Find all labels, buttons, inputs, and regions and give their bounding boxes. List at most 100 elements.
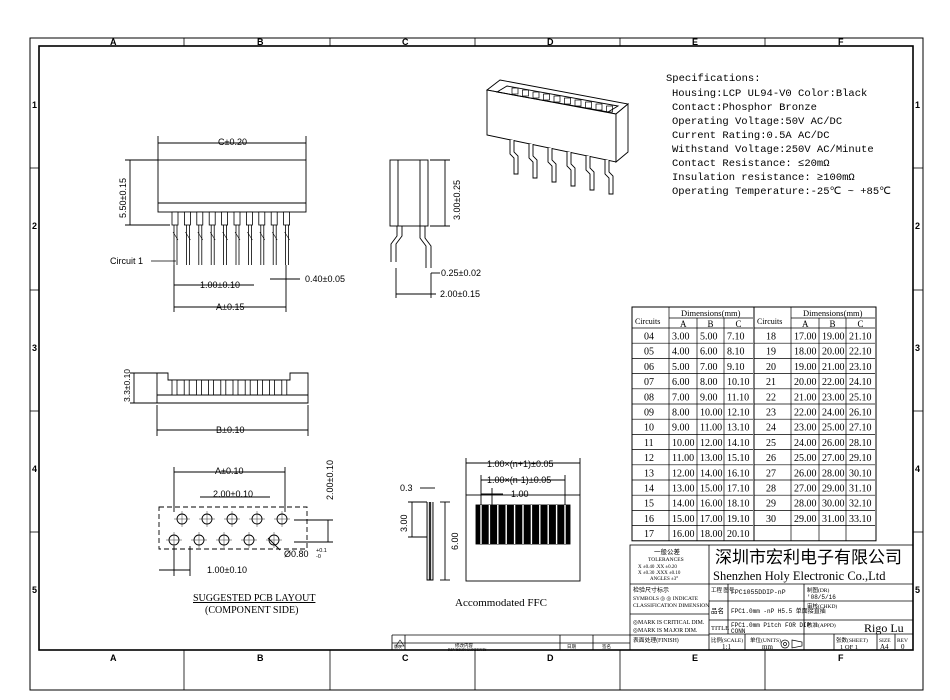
table-cell: 8.00 [700, 377, 718, 388]
table-cell: 18.00 [794, 347, 817, 358]
table-cell: 22 [766, 392, 776, 403]
table-cell: 7.00 [672, 392, 690, 403]
ffc-dim-n-minus-1: 1.00×(n-1)±0.05 [487, 475, 551, 485]
table-cell: 12.00 [700, 438, 723, 449]
sym-line2: CLASSIFICATION DIMENSION [633, 603, 709, 609]
mark-critical: ◎MARK IS CRITICAL DIM. [633, 620, 705, 626]
company-name-cn: 深圳市宏利电子有限公司 [715, 548, 902, 567]
spec-title: Specifications: [666, 73, 761, 85]
table-cell: 28.10 [849, 438, 872, 449]
table-cell: 17 [644, 529, 654, 540]
table-cell: 17.00 [794, 332, 817, 343]
pcb-layout-title: SUGGESTED PCB LAYOUT [193, 593, 315, 604]
table-cell: 14 [644, 484, 654, 495]
table-cell: 7.00 [700, 362, 718, 373]
dim-pcb-vert-200: 2.00±0.10 [325, 460, 335, 500]
sheet-label: 张数(SHEET) [836, 636, 868, 644]
name-value: FPC1.0mm -nP H5.5 单面接直插 [731, 607, 826, 615]
table-cell: 19 [766, 347, 776, 358]
revision-triangle-icon [395, 639, 405, 647]
spec-line: Insulation resistance: ≥100mΩ [672, 172, 855, 184]
table-header-col: B [830, 319, 836, 329]
table-cell: 12 [644, 453, 654, 464]
table-cell: 15.00 [700, 484, 723, 495]
table-cell: 25.00 [794, 453, 817, 464]
ffc-dim-300: 3.00 [399, 514, 409, 532]
zone-row-right: 3 [915, 343, 920, 353]
mark-major: ◎MARK IS MAJOR DIM. [633, 628, 698, 634]
table-cell: 29 [766, 499, 776, 510]
zone-row-right: 4 [915, 464, 920, 474]
projection-symbol-icon [780, 639, 803, 649]
table-cell: 17.00 [700, 514, 723, 525]
zone-col-top: B [257, 37, 264, 47]
zone-row-left: 3 [32, 343, 37, 353]
table-cell: 19.00 [794, 362, 817, 373]
table-cell: 10.00 [672, 438, 695, 449]
table-cell: 27 [766, 468, 776, 479]
top-view [130, 372, 309, 436]
table-header-dimensions: Dimensions(mm) [681, 308, 741, 318]
ffc-dim-03: 0.3 [400, 483, 413, 493]
table-cell: 20 [766, 362, 776, 373]
table-cell: 26.00 [822, 438, 845, 449]
spec-line: Withstand Voltage:250V AC/Minute [672, 144, 874, 156]
table-cell: 12.10 [727, 408, 750, 419]
rev-label: REV [897, 638, 908, 644]
table-cell: 10.00 [700, 408, 723, 419]
dim-height-550: 5.50±0.15 [118, 178, 128, 218]
table-header-col: A [680, 319, 687, 329]
sheet-value: 1 OF 1 [840, 644, 858, 651]
zone-row-right: 5 [915, 585, 920, 595]
ffc-label: Accommodated FFC [455, 597, 547, 609]
company-name-en: Shenzhen Holy Electronic Co.,Ltd [713, 569, 886, 583]
zone-col-bottom: E [692, 653, 698, 663]
dim-pcb-200: 2.00±0.10 [213, 489, 253, 499]
zone-col-top: F [838, 37, 844, 47]
table-cell: 7.10 [727, 332, 745, 343]
title-block [391, 544, 914, 651]
table-cell: 28.00 [822, 468, 845, 479]
title-value-1: FPC1.0mm Pitch FOR DIP [731, 622, 811, 629]
zone-row-right: 1 [915, 100, 920, 110]
dim-hole: Ø0.80 [284, 549, 309, 559]
dim-pitch-100: 1.00±0.10 [200, 280, 240, 290]
side-view [389, 159, 450, 298]
zone-col-bottom: F [838, 653, 844, 663]
scale-value: 1:1 [722, 643, 731, 651]
zone-col-bottom: C [402, 653, 409, 663]
table-cell: 33.10 [849, 514, 872, 525]
table-cell: 4.00 [672, 347, 690, 358]
table-cell: 25 [766, 438, 776, 449]
spec-line: Current Rating:0.5A AC/DC [672, 130, 830, 142]
table-cell: 23.10 [849, 362, 872, 373]
dim-side-300: 3.00±0.25 [452, 180, 462, 220]
table-cell: 18 [766, 332, 776, 343]
table-cell: 25.00 [822, 423, 845, 434]
part-label: 工程 图号 [711, 586, 735, 594]
table-cell: 10.10 [727, 377, 750, 388]
ffc-dim-100: 1.00 [511, 489, 529, 499]
ffc-dim-n-plus-1: 1.00×(n+1)±0.05 [487, 459, 554, 469]
ffc-dim-600: 6.00 [450, 532, 460, 550]
sym-line1: SYMBOLS ◎ ◎ INDICATE [633, 596, 699, 602]
zone-col-bottom: D [547, 653, 554, 663]
table-cell: 13.00 [672, 484, 695, 495]
dim-b: B±0.10 [216, 425, 244, 435]
dim-pin-040: 0.40±0.05 [305, 274, 345, 284]
table-cell: 9.00 [672, 423, 690, 434]
zone-col-bottom: B [257, 653, 264, 663]
table-cell: 28.00 [794, 499, 817, 510]
table-header-col: A [802, 319, 809, 329]
table-cell: 21 [766, 377, 776, 388]
table-cell: 07 [644, 377, 654, 388]
circuit-1-label: Circuit 1 [110, 256, 143, 266]
table-cell: 28 [766, 484, 776, 495]
zone-col-top: E [692, 37, 698, 47]
table-cell: 20.00 [822, 347, 845, 358]
table-cell: 27.00 [794, 484, 817, 495]
table-cell: 9.00 [700, 392, 718, 403]
table-cell: 31.10 [849, 484, 872, 495]
title-block-text: 一般公差 TOLERANCES X ±0.40 .XX ±0.20 X ±0.3… [394, 547, 908, 652]
table-cell: 24.10 [849, 377, 872, 388]
